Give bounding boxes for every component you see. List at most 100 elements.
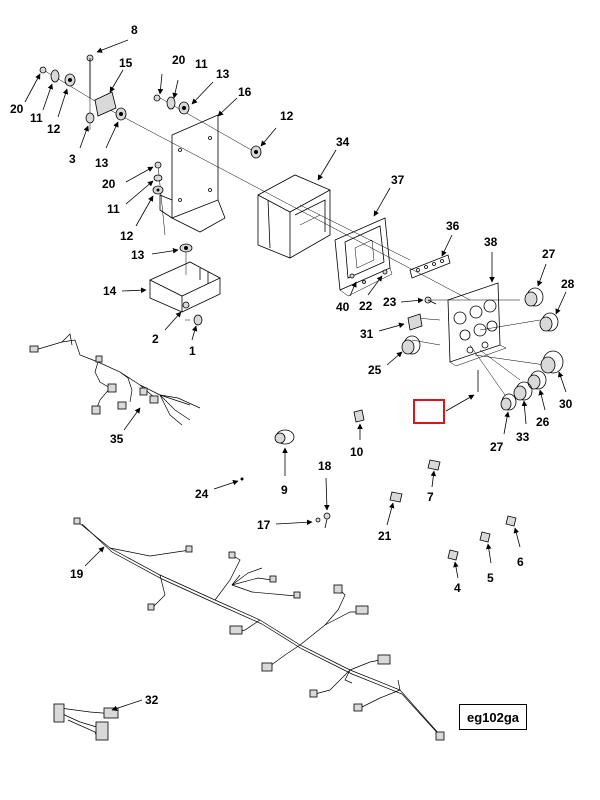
- bracket-15: [94, 91, 117, 117]
- callout-37: 37: [373, 173, 405, 217]
- callout-33: 33: [516, 400, 530, 444]
- callout-12-left: 12: [47, 88, 69, 136]
- terminal-strip-36: [409, 254, 451, 279]
- wiring-harness-19: [73, 517, 445, 741]
- label-9: 9: [281, 483, 288, 497]
- item-5-part: [479, 531, 491, 543]
- callout-36: 36: [441, 219, 460, 257]
- callout-32: 32: [111, 693, 159, 712]
- label-12-mid: 12: [120, 229, 134, 243]
- label-15: 15: [119, 56, 133, 70]
- callout-22: 22: [359, 275, 383, 313]
- callout-27-top: 27: [537, 247, 556, 287]
- hardware-stack-left: [39, 54, 127, 124]
- label-40: 40: [336, 300, 350, 314]
- label-3: 3: [69, 152, 76, 166]
- label-7: 7: [427, 490, 434, 504]
- callout-3: 3: [69, 125, 89, 166]
- label-33: 33: [516, 430, 530, 444]
- label-25: 25: [368, 363, 382, 377]
- callout-27-bottom: 27: [490, 411, 510, 454]
- label-17: 17: [257, 518, 271, 532]
- label-38: 38: [484, 235, 498, 249]
- item-4-part: [447, 549, 459, 561]
- label-28: 28: [561, 277, 575, 291]
- callout-17: 17: [257, 518, 313, 532]
- callout-28: 28: [555, 277, 575, 315]
- label-31: 31: [360, 327, 374, 341]
- callout-12-mid: 12: [120, 195, 154, 243]
- callout-23: 23: [383, 295, 424, 309]
- callout-38: 38: [484, 235, 498, 283]
- callout-19: 19: [70, 546, 105, 581]
- nut-12-right: [250, 145, 262, 159]
- gauge-33: [513, 381, 533, 401]
- callout-16: 16: [217, 85, 252, 117]
- gauge-25: [401, 335, 421, 355]
- label-27-bottom: 27: [490, 440, 504, 454]
- label-26: 26: [536, 415, 550, 429]
- callout-26: 26: [536, 389, 550, 429]
- item-7-part: [427, 459, 441, 471]
- callout-18: 18: [318, 459, 332, 511]
- label-5: 5: [487, 571, 494, 585]
- label-22: 22: [359, 299, 373, 313]
- label-30: 30: [559, 397, 573, 411]
- gauge-panel-37: [334, 217, 393, 297]
- gauge-26: [527, 370, 547, 390]
- gauge-30: [540, 350, 564, 374]
- item-21-part: [389, 491, 403, 503]
- callout-13-left: 13: [95, 121, 119, 170]
- hardware-stack-top: [153, 94, 190, 115]
- callout-4: 4: [453, 561, 461, 595]
- label-23: 23: [383, 295, 397, 309]
- label-37: 37: [391, 173, 405, 187]
- gauge-27-upper: [524, 287, 544, 307]
- label-13-left: 13: [95, 156, 109, 170]
- callout-20-mid: 20: [102, 166, 154, 191]
- callout-13-top: 13: [191, 67, 230, 105]
- label-18: 18: [318, 459, 332, 473]
- wiring-harness-32: [53, 703, 119, 741]
- callout-20-top: 20: [157, 53, 186, 95]
- callout-9: 9: [281, 447, 288, 497]
- item-6-part: [505, 515, 517, 527]
- label-12-right: 12: [280, 109, 294, 123]
- callout-2: 2: [152, 311, 182, 346]
- instrument-panel-38: [447, 282, 507, 367]
- callout-10: 10: [350, 423, 364, 459]
- callout-21: 21: [378, 502, 395, 543]
- mounting-plate-16: [159, 114, 226, 233]
- callout-39: [445, 394, 475, 412]
- label-6: 6: [517, 555, 524, 569]
- callout-31: 31: [360, 322, 405, 341]
- callout-5: 5: [486, 543, 494, 585]
- callout-8: 8: [96, 23, 138, 53]
- wiring-harness-35: [29, 333, 201, 426]
- callout-24: 24: [195, 479, 239, 501]
- callout-7: 7: [427, 470, 437, 504]
- label-2: 2: [152, 332, 159, 346]
- callout-30: 30: [558, 371, 573, 411]
- label-24: 24: [195, 487, 209, 501]
- label-11-mid: 11: [107, 202, 120, 216]
- item-18-part: [323, 512, 331, 529]
- housing-34: [257, 174, 331, 259]
- label-8: 8: [131, 23, 138, 37]
- callout-11-mid: 11: [107, 180, 154, 216]
- label-32: 32: [145, 693, 159, 707]
- label-10: 10: [350, 445, 364, 459]
- item-17-part: [315, 517, 321, 523]
- callout-12-right: 12: [260, 109, 294, 147]
- label-13-top: 13: [216, 67, 230, 81]
- label-13-mid: 13: [131, 248, 145, 262]
- label-12-left: 12: [47, 122, 61, 136]
- callout-11-top: 11: [172, 57, 208, 99]
- label-35: 35: [110, 432, 124, 446]
- label-20-top: 20: [172, 53, 186, 67]
- label-36: 36: [446, 219, 460, 233]
- label-27-top: 27: [542, 247, 556, 261]
- callout-1: 1: [189, 325, 198, 358]
- bracket-14: [149, 261, 221, 326]
